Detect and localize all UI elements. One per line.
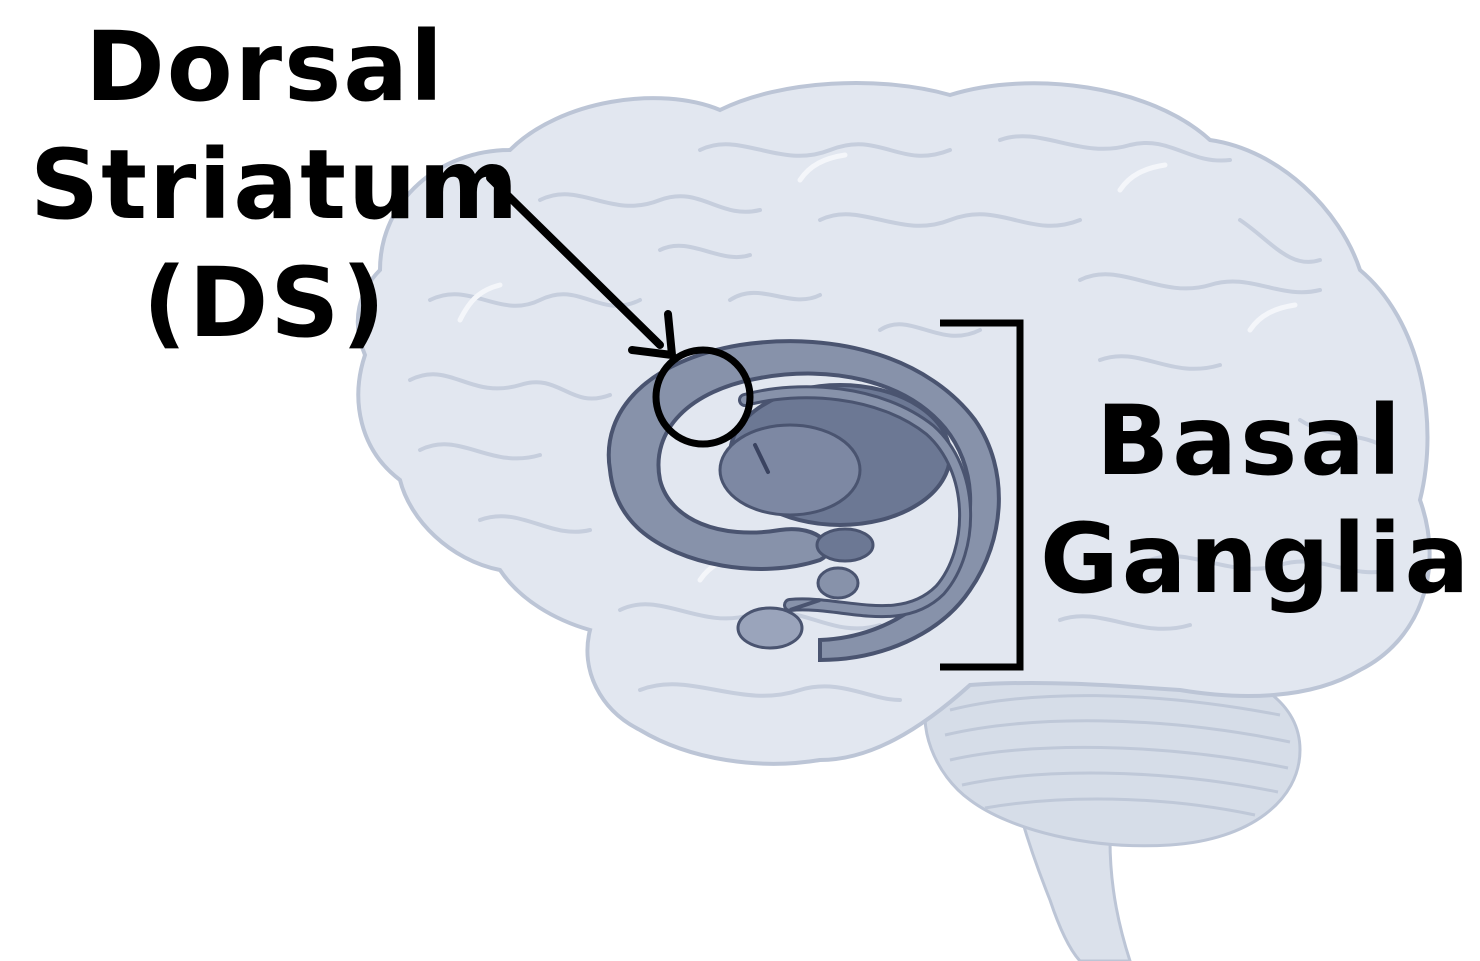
ds-label-line1: Dorsal xyxy=(30,8,500,126)
subthalamic-nucleus xyxy=(817,529,873,561)
dorsal-striatum-label: Dorsal Striatum (DS) xyxy=(30,8,500,362)
bg-label-line1: Basal xyxy=(1040,382,1460,500)
basal-ganglia-label: Basal Ganglia xyxy=(1040,382,1460,618)
bg-label-line2: Ganglia xyxy=(1040,500,1460,618)
ds-label-line2: Striatum xyxy=(30,126,500,244)
caudate-tail-bulb xyxy=(738,608,802,648)
ds-label-line3: (DS) xyxy=(30,244,500,362)
amygdala xyxy=(818,568,858,598)
globus-pallidus xyxy=(720,425,860,515)
